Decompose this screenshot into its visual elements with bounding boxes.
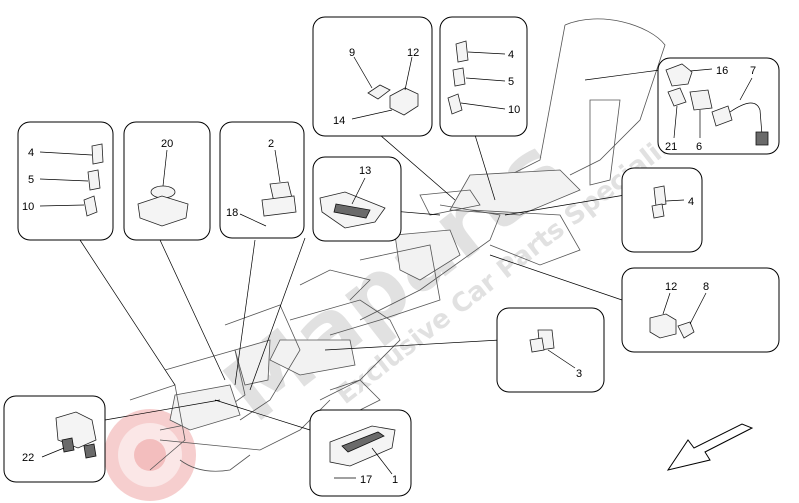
callout-number: 16 [716,65,728,77]
callout-number: 13 [359,165,371,177]
callout-number: 20 [161,138,173,150]
callout-number: 7 [750,65,756,77]
watermark-logo-wheel [104,409,196,501]
callout-box-20: 20 [123,121,211,241]
callout-number: 3 [576,368,582,380]
callout-number: 8 [703,281,709,293]
callout-number: 4 [688,196,694,208]
callout-number: 2 [268,138,274,150]
callout-number: 14 [333,115,345,127]
callout-number: 10 [508,104,520,116]
callout-number: 18 [226,207,238,219]
callout-number: 10 [22,201,34,213]
callout-number: 5 [508,76,514,88]
callout-box-9-12-14: 9 12 14 [312,16,433,137]
callout-number: 4 [28,147,34,159]
callout-box-16-7-21-6: 16 7 21 6 [657,57,780,155]
callout-box-4-5-10-top: 4 5 10 [439,16,528,137]
callout-box-13: 13 [312,156,402,242]
callout-number: 9 [349,47,355,59]
callout-box-2-18: 2 18 [219,121,305,239]
leader-lines [79,69,661,431]
callout-box-4-right: 4 [621,167,703,253]
callout-number: 21 [665,141,677,153]
direction-arrow-icon [666,423,754,471]
callout-number: 12 [665,281,677,293]
callout-box-12-8: 12 8 [621,267,780,353]
center-console-drawing [129,18,666,472]
callout-box-22: 22 [3,395,106,483]
callout-number: 22 [22,452,34,464]
callout-box-17-1: 17 1 [309,409,412,497]
callout-box-4-5-10-left: 4 5 10 [17,121,114,241]
callout-number: 6 [696,141,702,153]
callout-box-3: 3 [496,307,605,393]
callout-number: 1 [392,474,398,486]
callout-number: 17 [360,474,372,486]
callout-number: 4 [508,49,514,61]
callout-number: 5 [28,174,34,186]
callout-number: 12 [407,47,419,59]
